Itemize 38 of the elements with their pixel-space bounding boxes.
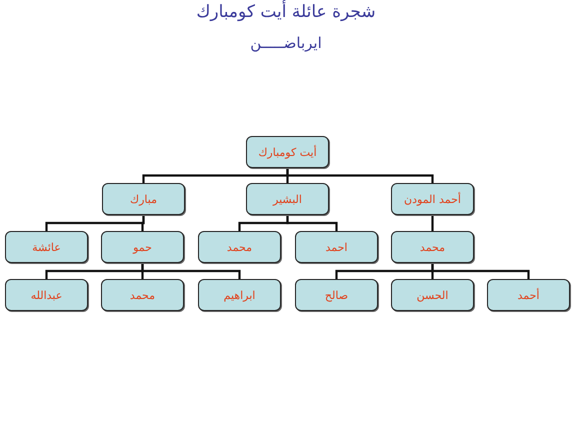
- person-name: محمد: [130, 288, 156, 302]
- person-name: أيت كومبارك: [258, 146, 317, 158]
- person-box: [101, 279, 184, 311]
- person-box: [5, 231, 88, 263]
- person-box: [391, 183, 474, 215]
- connector-line: [286, 168, 434, 183]
- connector-line: [431, 263, 530, 279]
- person-box: [101, 231, 184, 263]
- person-box: [391, 231, 474, 263]
- person-name: احمد: [326, 240, 348, 254]
- connector-line: [431, 215, 434, 231]
- person-name: صالح: [324, 288, 348, 302]
- person-box: [295, 279, 378, 311]
- person-name: ابراهيم: [224, 288, 256, 302]
- person-name: الحسن: [416, 288, 448, 302]
- person-name: حمو: [133, 240, 152, 254]
- person-name: عبدالله: [30, 288, 62, 302]
- person-name: أحمد المودن: [404, 192, 461, 206]
- subtitle: ايرباضـــــن: [250, 34, 322, 52]
- diagram-title: شجرة عائلة أيت كومبارك: [196, 2, 376, 22]
- person-name: محمد: [420, 240, 446, 254]
- person-name: أحمد: [518, 288, 540, 302]
- person-box: [198, 231, 281, 263]
- person-name: مبارك: [130, 192, 157, 206]
- person-name: عائشة: [32, 240, 61, 254]
- connector-line: [286, 215, 338, 231]
- connector-line: [141, 215, 145, 231]
- person-name: البشير: [273, 192, 302, 206]
- connector-line: [141, 263, 241, 279]
- person-box: [391, 279, 474, 311]
- person-box: [295, 231, 378, 263]
- person-box: [487, 279, 570, 311]
- person-box: [246, 136, 329, 168]
- person-box: [102, 183, 185, 215]
- person-name: محمد: [226, 240, 252, 254]
- person-box: [246, 183, 329, 215]
- person-box: [5, 279, 88, 311]
- person-box: [198, 279, 281, 311]
